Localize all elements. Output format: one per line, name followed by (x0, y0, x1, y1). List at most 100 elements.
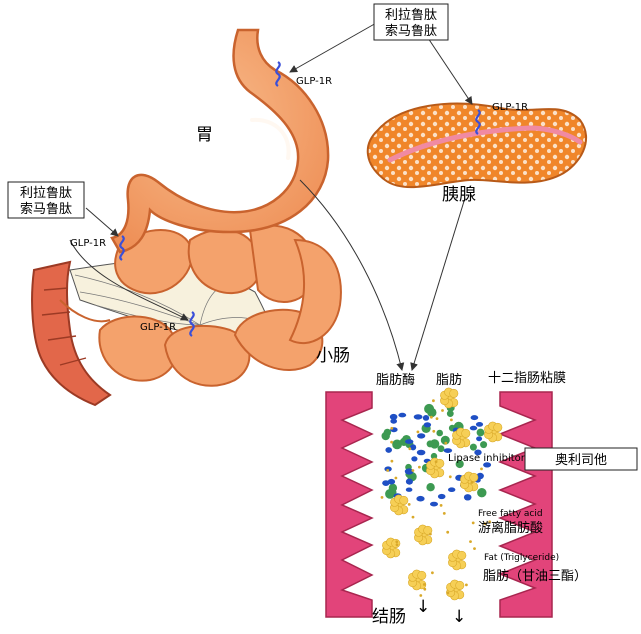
fatty-acid-dot (444, 441, 448, 445)
fat-droplet (469, 472, 479, 482)
fatty-acid-dot (470, 481, 474, 484)
drug-box-top-line2: 索马鲁肽 (385, 24, 437, 39)
inhibitor-particle (398, 412, 407, 418)
inhibitor-particle (417, 433, 426, 439)
pancreas (366, 102, 587, 189)
lipase-particle (446, 410, 454, 417)
label-lipase: 脂肪酶 (376, 372, 415, 388)
lipase-particle (426, 483, 435, 492)
fatty-acid-dot (446, 530, 450, 534)
fatty-acid-dot (423, 587, 427, 591)
colon-arrow-1: ↓ (416, 597, 430, 617)
fatty-acid-dot (469, 540, 472, 543)
lipase-particle (426, 440, 434, 448)
arrow-drug-top-to-stomach (289, 21, 379, 73)
label-stomach: 胃 (196, 125, 213, 145)
orlistat-box (524, 447, 638, 471)
inhibitor-particle (390, 418, 398, 424)
fatty-acid-dot (465, 583, 468, 587)
lipase-particle (392, 439, 402, 450)
receptor-duodenum (119, 235, 125, 261)
label-glp1r-stomach: GLP-1R (296, 76, 332, 87)
fat-droplet (423, 525, 433, 535)
label-tg-en: Fat (Triglyceride) (484, 553, 559, 563)
mucosa-left-wall (325, 391, 374, 618)
lipase-particle (476, 428, 485, 437)
lipase-particle (437, 445, 445, 453)
fatty-acid-dot (480, 467, 483, 471)
fatty-acid-dot (483, 522, 487, 526)
fatty-acid-dot (450, 418, 453, 422)
inhibitor-particle (476, 436, 483, 442)
inhibitor-particle (443, 448, 453, 453)
arrow-stomach-to-lipase (299, 179, 405, 371)
fatty-acid-dot (411, 515, 415, 519)
label-pancreas: 胰腺 (442, 185, 476, 205)
label-small-intestine: 小肠 (316, 346, 350, 366)
inhibitor-particle (470, 415, 479, 421)
fat-droplet (391, 538, 401, 548)
fatty-acid-dot (435, 417, 439, 420)
inhibitor-particle (483, 462, 492, 468)
mucosa-section (325, 387, 553, 618)
arrow-drug-left-to-gut (69, 239, 189, 321)
label-duodenal-mucosa: 十二指肠粘膜 (488, 371, 566, 386)
label-glp1r-duodenum: GLP-1R (70, 238, 106, 249)
label-ffa-cn: 游离脂肪酸 (478, 520, 543, 536)
particle-cloud (380, 387, 503, 601)
drug-box-left-line2: 索马鲁肽 (20, 202, 72, 217)
colon-left (31, 260, 112, 407)
label-orlistat: 奥利司他 (555, 453, 607, 468)
fat-droplet (455, 580, 465, 590)
fat-droplet (399, 495, 409, 505)
lipase-particle (381, 431, 390, 441)
fatty-acid-dot (431, 571, 434, 575)
fat-droplet (493, 422, 503, 432)
fatty-acid-dot (390, 426, 394, 430)
label-tg-cn: 脂肪（甘油三酯） (483, 568, 587, 584)
fatty-acid-dot (395, 540, 399, 544)
receptor-stomach (275, 61, 281, 87)
fatty-acid-dot (441, 409, 444, 412)
drug-box-top: 利拉鲁肽 索马鲁肽 (373, 3, 449, 41)
lipase-particle (436, 429, 444, 437)
fatty-acid-dot (408, 447, 412, 451)
lipase-particle (440, 435, 450, 445)
receptor-intestine (189, 311, 195, 337)
arrow-pancreas-to-lipase (410, 197, 466, 371)
fatty-acid-dot (390, 440, 393, 444)
inhibitor-particle (404, 468, 414, 475)
fatty-acid-dot (411, 469, 415, 472)
fatty-acid-dot (442, 512, 446, 515)
fatty-acid-dot (380, 496, 384, 499)
inhibitor-particle (463, 494, 472, 501)
fatty-acid-dot (430, 415, 433, 419)
lipase-particle (455, 459, 464, 469)
inhibitor-particle (416, 449, 426, 456)
label-ffa-en: Free fatty acid (478, 509, 543, 519)
inhibitor-particle (423, 422, 432, 428)
arrow-drug-top-to-pancreas (427, 37, 473, 105)
lipase-particle (480, 441, 488, 449)
fatty-acid-dot (429, 532, 432, 536)
fatty-acid-dot (488, 520, 492, 524)
drug-box-left: 利拉鲁肽 索马鲁肽 (7, 181, 85, 219)
fatty-acid-dot (418, 465, 421, 469)
fatty-acid-dot (473, 547, 476, 550)
inhibitor-particle (422, 415, 430, 421)
receptor-marks (119, 61, 481, 337)
fatty-acid-dot (432, 429, 436, 433)
inhibitor-particle (437, 493, 446, 500)
inhibitor-particle (411, 456, 418, 462)
fat-droplet (435, 458, 445, 468)
inhibitor-particle (430, 501, 438, 507)
fatty-acid-dot (422, 583, 426, 586)
inhibitor-particle (410, 444, 417, 451)
lipase-particle (469, 443, 477, 451)
inhibitor-particle (469, 425, 478, 431)
arrows (69, 21, 473, 371)
inhibitor-particle (474, 449, 482, 456)
inhibitor-particle (385, 447, 393, 453)
drug-box-left-line1: 利拉鲁肽 (20, 186, 72, 201)
